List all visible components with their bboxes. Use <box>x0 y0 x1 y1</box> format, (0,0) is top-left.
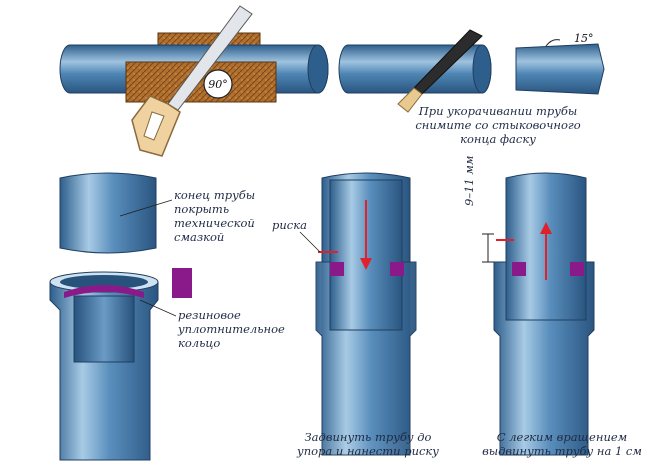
gap-label: 9–11 мм <box>462 155 476 206</box>
pipe-end-2 <box>472 44 492 94</box>
angle-90-badge <box>203 69 233 99</box>
seal-line <box>139 299 177 317</box>
pipe-end-label-line-4: смазкой <box>174 230 225 244</box>
pullback-caption-line-2: выдвинуть трубу на 1 см <box>482 444 642 458</box>
pipe-beveled-end <box>515 43 605 95</box>
down-arrow-head <box>360 258 372 270</box>
pipe-lubricated <box>59 172 157 254</box>
up-arrow-head <box>540 222 552 234</box>
bevel-angle-label: 15° <box>574 32 594 45</box>
insert-caption: Задвинуть трубу до упора и нанести риску <box>280 430 456 458</box>
seal-left-4 <box>330 262 344 276</box>
mark-pointer-4 <box>299 231 321 253</box>
pipe-horizontal-2 <box>338 44 492 94</box>
seal-label-line-3: кольцо <box>178 336 221 350</box>
socket-opening <box>60 275 148 289</box>
bevel-angle-line <box>545 39 561 47</box>
bevel-caption-line-1: При укорачивании трубы <box>418 104 578 118</box>
socket-inner-cutaway <box>73 295 135 363</box>
seal-right-4 <box>390 262 404 276</box>
pullback-caption-line-1: С легким вращением <box>496 430 628 444</box>
seal-ring <box>64 285 144 298</box>
bevel-caption-line-2: снимите со стыковочного <box>415 118 581 132</box>
seal-label-line-2: уплотнительное <box>178 322 285 336</box>
gap-dimension <box>482 233 494 263</box>
pipe-end-label-line-3: технической <box>174 216 255 230</box>
angle-90-label: 90° <box>208 78 228 91</box>
pipe-end-label: конец трубы покрыть технической смазкой <box>174 188 255 244</box>
file-handle <box>397 87 423 113</box>
step5-pullback <box>482 172 595 456</box>
seal-left-5 <box>512 262 526 276</box>
seal-sample-swatch <box>172 268 192 298</box>
lubricated-line <box>119 199 173 217</box>
pipe-end-label-line-2: покрыть <box>174 202 230 216</box>
seal-label: резиновое уплотнительное кольцо <box>178 308 285 350</box>
bevel-caption: При укорачивании трубы снимите со стыков… <box>400 104 596 146</box>
pipe-end-label-line-1: конец трубы <box>174 188 256 202</box>
insert-caption-line-2: упора и нанести риску <box>297 444 439 458</box>
step1-cutting: 90° <box>59 5 329 157</box>
pullback-caption: С легким вращением выдвинуть трубу на 1 … <box>462 430 662 458</box>
insert-caption-line-1: Задвинуть трубу до <box>304 430 432 444</box>
step4-insert <box>299 172 417 456</box>
pipe-end-1 <box>307 44 329 94</box>
bevel-caption-line-3: конца фаску <box>460 132 536 146</box>
seal-label-line-1: резиновое <box>178 308 241 322</box>
step3-parts <box>49 172 192 461</box>
saw-handle-hole <box>143 111 165 141</box>
mark-label: риска <box>272 218 307 232</box>
step2-bevel: 15° <box>338 29 605 113</box>
seal-right-5 <box>570 262 584 276</box>
